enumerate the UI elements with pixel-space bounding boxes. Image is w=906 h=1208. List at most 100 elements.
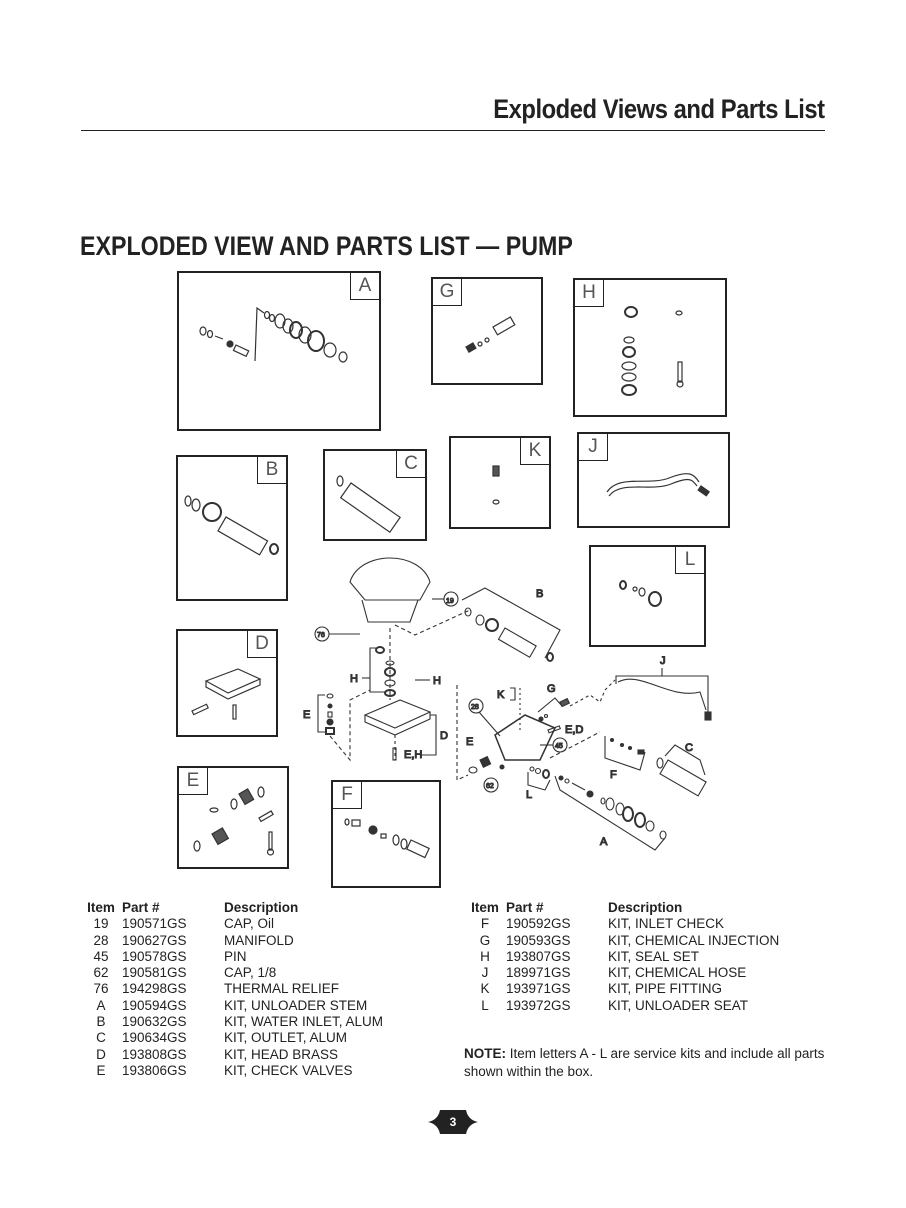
item-cell: E [96,1062,106,1078]
unloader-stem-parts-icon [199,306,348,363]
chemical-injection-parts-icon [465,316,516,354]
desc-cell: KIT, CHEMICAL HOSE [608,965,747,981]
kit-label-b: B [257,456,287,484]
part-cell: 194298GS [122,981,187,997]
kit-box-c: C [323,449,427,541]
outlet-parts-icon [336,475,401,533]
desc-cell: KIT, CHEMICAL INJECTION [608,932,780,948]
item-cell: B [96,1014,106,1030]
item-cell: L [481,997,489,1013]
col-item: Item [87,900,115,915]
desc-cell: KIT, HEAD BRASS [224,1046,339,1062]
kit-box-g: G [431,277,543,385]
kit-box-j: J [577,432,730,528]
kit-box-e: E [177,766,289,869]
kit-label-e: E [178,767,208,795]
svg-text:D: D [440,730,448,742]
table-row: B 190632GS KIT, WATER INLET, ALUM [84,1014,383,1030]
water-inlet-parts-icon [184,495,279,556]
item-cell: K [480,981,490,997]
svg-text:L: L [526,789,532,801]
part-cell: 193807GS [506,948,571,964]
kit-box-a: A [177,271,381,431]
svg-text:45: 45 [555,743,563,750]
svg-text:F: F [610,769,617,781]
section-title: EXPLODED VIEW AND PARTS LIST — PUMP [80,231,573,261]
desc-cell: KIT, INLET CHECK [608,916,725,932]
desc-cell: KIT, OUTLET, ALUM [224,1030,348,1046]
col-part: Part # [506,900,544,915]
head-brass-parts-icon [191,668,262,720]
col-description: Description [608,900,683,915]
kit-label-j: J [578,433,608,461]
part-cell: 190581GS [122,965,187,981]
running-header-title: Exploded Views and Parts List [493,94,826,124]
svg-text:C: C [685,742,693,754]
page-number-badge: 3 [428,1110,478,1134]
kit-label-h: H [574,279,604,307]
item-cell: 76 [93,981,109,997]
kit-box-k: K [449,436,551,529]
svg-text:G: G [547,683,556,695]
kit-box-f: F [331,780,441,888]
svg-text:76: 76 [317,632,325,639]
table-row: 62 190581GS CAP, 1/8 [84,965,383,981]
desc-cell: THERMAL RELIEF [224,981,340,997]
table-header: Item Part # Description [84,900,383,916]
kit-box-h: H [573,278,727,417]
part-cell: 190627GS [122,932,187,948]
part-cell: 190632GS [122,1014,187,1030]
table-header: Item Part # Description [468,900,779,916]
item-cell: A [96,997,106,1013]
table-row: 76 194298GS THERMAL RELIEF [84,981,383,997]
col-description: Description [224,900,299,915]
service-kit-note: NOTE: Item letters A - L are service kit… [464,1045,844,1081]
kit-label-d: D [247,630,277,658]
svg-text:A: A [600,836,608,848]
desc-cell: CAP, Oil [224,916,275,932]
item-cell: 62 [93,965,109,981]
part-cell: 193971GS [506,981,571,997]
desc-cell: KIT, SEAL SET [608,948,700,964]
item-cell: 45 [93,948,109,964]
kit-label-k: K [520,437,550,465]
part-cell: 190592GS [506,916,571,932]
chemical-hose-parts-icon [606,473,711,497]
col-part: Part # [122,900,160,915]
kit-label-g: G [432,278,462,306]
desc-cell: KIT, WATER INLET, ALUM [224,1014,384,1030]
table-row: L 193972GS KIT, UNLOADER SEAT [468,998,779,1014]
part-cell: 190571GS [122,916,187,932]
svg-text:19: 19 [446,598,454,605]
svg-text:H: H [350,673,358,685]
check-valves-parts-icon [193,786,275,856]
kit-label-a: A [350,272,380,300]
part-cell: 193972GS [506,997,571,1013]
table-row: C 190634GS KIT, OUTLET, ALUM [84,1030,383,1046]
svg-text:H: H [433,675,441,687]
desc-cell: KIT, UNLOADER SEAT [608,997,749,1013]
svg-text:E: E [466,736,473,748]
seal-set-parts-icon [621,306,684,396]
kit-box-b: B [176,455,288,601]
svg-text:B: B [536,588,543,600]
item-cell: C [96,1030,106,1046]
kit-box-d: D [176,629,278,737]
svg-text:E,D: E,D [565,724,583,736]
crankcase-icon [349,557,431,601]
pipe-fitting-parts-icon [492,465,500,505]
part-cell: 193808GS [122,1046,187,1062]
desc-cell: CAP, 1/8 [224,965,277,981]
kit-box-l: L [589,545,706,647]
part-cell: 190634GS [122,1030,187,1046]
part-cell: 193806GS [122,1062,187,1078]
svg-text:62: 62 [486,783,494,790]
